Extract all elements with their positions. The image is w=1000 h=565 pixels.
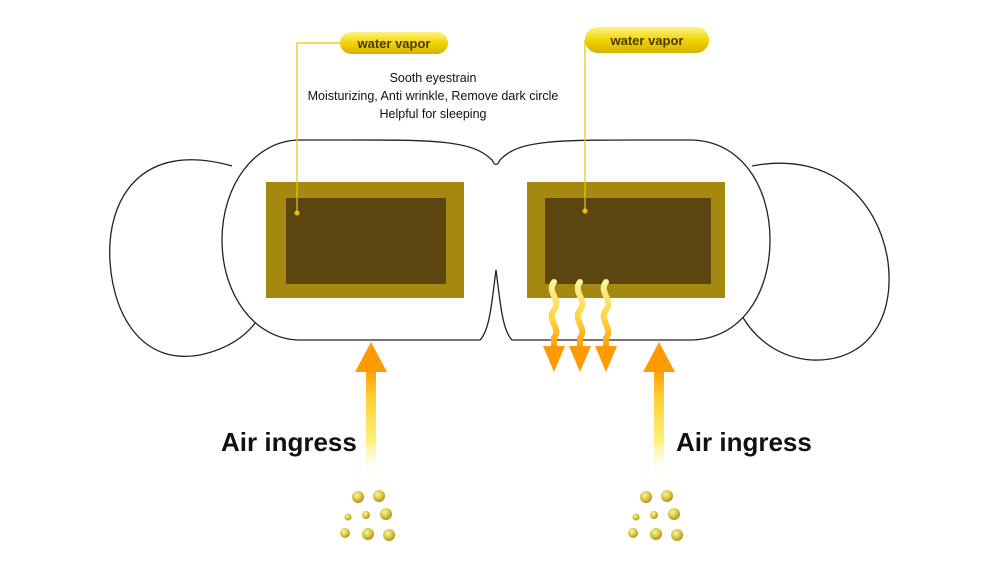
- right-water-vapor-label: water vapor: [610, 33, 684, 48]
- left-water-vapor-label: water vapor: [357, 36, 431, 51]
- left-strap: [109, 159, 263, 357]
- benefit-line-2: Moisturizing, Anti wrinkle, Remove dark …: [308, 89, 559, 103]
- right-heating-pad: [527, 182, 725, 298]
- vapor-arrow-3: [595, 279, 617, 372]
- left-air-arrow: [355, 342, 387, 480]
- left-air-ingress-label: Air ingress: [221, 427, 357, 457]
- vapor-arrows: [543, 279, 617, 372]
- right-granule-cluster: [628, 490, 683, 541]
- right-strap: [741, 162, 890, 361]
- vapor-arrow-1: [543, 279, 565, 372]
- left-heating-pad: [266, 182, 464, 298]
- benefit-line-1: Sooth eyestrain: [390, 71, 477, 85]
- benefit-line-3: Helpful for sleeping: [379, 107, 486, 121]
- vapor-arrow-2: [569, 279, 591, 372]
- left-water-vapor-callout: water vapor: [340, 32, 448, 54]
- benefit-notes: Sooth eyestrain Moisturizing, Anti wrink…: [308, 71, 559, 121]
- right-water-vapor-callout: water vapor: [585, 27, 709, 53]
- left-granule-cluster: [340, 490, 395, 541]
- right-air-arrow: [643, 342, 675, 480]
- left-leader-line: [294, 42, 340, 216]
- right-air-ingress-label: Air ingress: [676, 427, 812, 457]
- right-leader-line: [582, 40, 588, 214]
